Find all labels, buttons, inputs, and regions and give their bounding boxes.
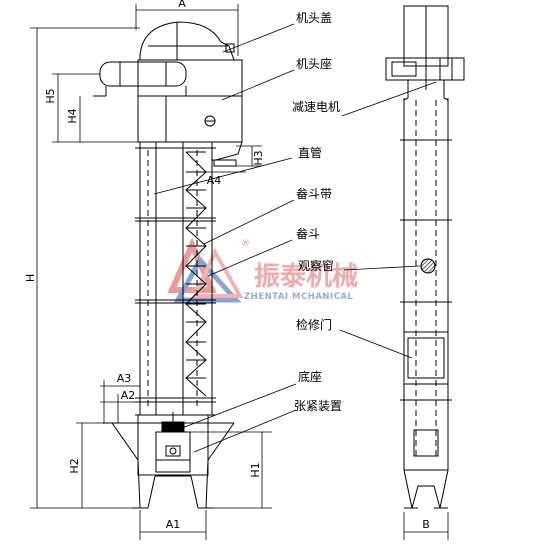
reducer-motor-side xyxy=(385,57,465,81)
brand-logo-icon xyxy=(167,237,244,303)
dimension-b xyxy=(403,512,449,540)
side-base xyxy=(403,429,449,509)
dim-a2-label: A2 xyxy=(121,389,136,402)
leader-lines xyxy=(153,23,437,453)
dim-h-label: H xyxy=(24,274,37,282)
dim-h4-label: H4 xyxy=(66,108,79,123)
label-head-seat: 机头座 xyxy=(296,56,332,71)
dimension-labels: A H H5 H4 H3 A4 A3 A2 H2 H1 A1 B xyxy=(24,0,430,531)
observation-window-side xyxy=(420,258,436,274)
dim-h3-label: H3 xyxy=(252,150,265,165)
dimension-lines xyxy=(30,4,272,540)
head-cover xyxy=(139,21,235,61)
dim-h1-label: H1 xyxy=(249,462,262,477)
label-access-door: 检修门 xyxy=(296,317,332,332)
label-tensioner: 张紧装置 xyxy=(294,399,342,413)
dim-a3-label: A3 xyxy=(117,372,132,385)
label-reducer-motor: 减速电机 xyxy=(292,100,340,114)
tensioner xyxy=(155,412,191,473)
callout-labels: 机头盖 机头座 减速电机 直管 畚斗带 畚斗 观察窗 检修门 底座 张紧装置 xyxy=(292,11,342,413)
label-observation-window: 观察窗 xyxy=(298,259,334,273)
front-view xyxy=(30,4,272,540)
side-casing xyxy=(400,98,452,470)
label-head-cover: 机头盖 xyxy=(296,11,332,25)
side-head xyxy=(385,5,465,101)
watermark-brand-cn: 振泰机械 xyxy=(254,262,358,292)
access-door-side xyxy=(404,331,448,385)
label-bucket-belt: 畚斗带 xyxy=(296,186,332,201)
dim-h5-label: H5 xyxy=(44,88,57,103)
dim-b-label: B xyxy=(422,518,430,531)
casing-tubes xyxy=(135,142,216,415)
dim-a1-label: A1 xyxy=(166,518,181,531)
drive-motor-front xyxy=(93,61,187,97)
dim-a-label: A xyxy=(178,0,186,10)
dim-a4-label: A4 xyxy=(207,174,222,187)
label-straight-pipe: 直管 xyxy=(298,145,322,160)
label-bucket: 畚斗 xyxy=(296,226,320,241)
registered-mark: ® xyxy=(241,239,250,249)
watermark: ® 振泰机械 ZHENTAI MCHANICAL xyxy=(167,237,358,303)
head-seat xyxy=(137,59,243,143)
label-base: 底座 xyxy=(298,369,322,384)
side-view xyxy=(385,5,465,540)
watermark-brand-en: ZHENTAI MCHANICAL xyxy=(244,292,354,302)
dim-h2-label: H2 xyxy=(68,458,81,473)
